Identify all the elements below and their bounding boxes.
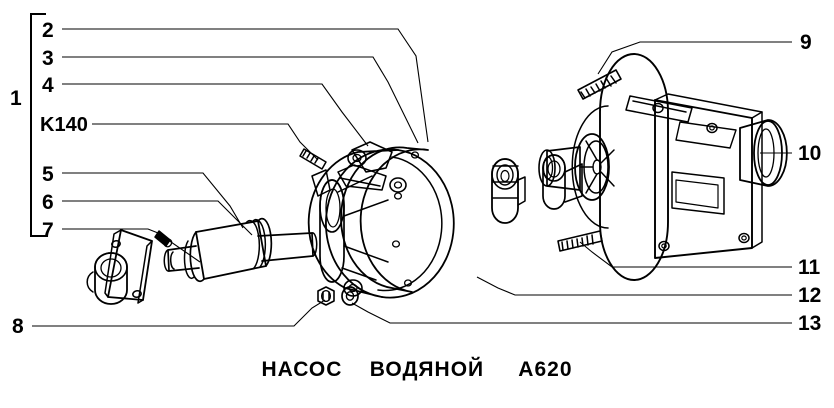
part-hex-nut [317, 286, 335, 306]
part-shaft-bearing-assembly [163, 217, 318, 283]
part-gasket [340, 146, 429, 293]
leader-line-8 [32, 299, 326, 327]
callout-1[interactable]: 1 [10, 87, 22, 110]
leader-line-k140 [92, 123, 319, 161]
part-bearing-flange-cover [86, 229, 153, 305]
leader-line-5 [62, 172, 244, 229]
leader-line-6 [62, 200, 253, 236]
part-lock-washer [341, 286, 359, 306]
callout-k140[interactable]: K140 [40, 114, 88, 136]
callout-11[interactable]: 11 [798, 256, 821, 279]
part-seal-assembly [491, 158, 526, 224]
leader-line-4 [62, 83, 369, 147]
leader-line-13 [351, 302, 792, 324]
callout-13[interactable]: 13 [798, 312, 822, 335]
leader-line-3 [62, 56, 419, 144]
callout-7[interactable]: 7 [42, 219, 54, 242]
leader-line-12 [476, 276, 792, 296]
callout-12[interactable]: 12 [798, 284, 822, 307]
part-pump-housing [307, 141, 455, 299]
callout-4[interactable]: 4 [42, 74, 54, 97]
part-stud-bolt-upper [577, 69, 622, 100]
leader-line-11 [579, 241, 792, 268]
callout-8[interactable]: 8 [12, 315, 24, 338]
callout-9[interactable]: 9 [800, 31, 812, 54]
part-stud-bolt-short [299, 148, 327, 170]
callout-5[interactable]: 5 [42, 163, 54, 186]
part-stud-bolt-lower [557, 230, 603, 252]
callout-6[interactable]: 6 [42, 191, 54, 214]
leader-line-2 [62, 28, 429, 143]
diagram-caption: НАСОС ВОДЯНОЙ A620 [261, 358, 573, 381]
part-pump-body [538, 53, 788, 281]
callout-2[interactable]: 2 [42, 19, 54, 42]
part-impeller [574, 133, 615, 201]
callout-3[interactable]: 3 [42, 47, 54, 70]
leader-line-7 [62, 228, 201, 263]
callout-10[interactable]: 10 [798, 142, 822, 165]
part-woodruff-key [154, 230, 173, 248]
leader-line-9 [597, 41, 792, 75]
